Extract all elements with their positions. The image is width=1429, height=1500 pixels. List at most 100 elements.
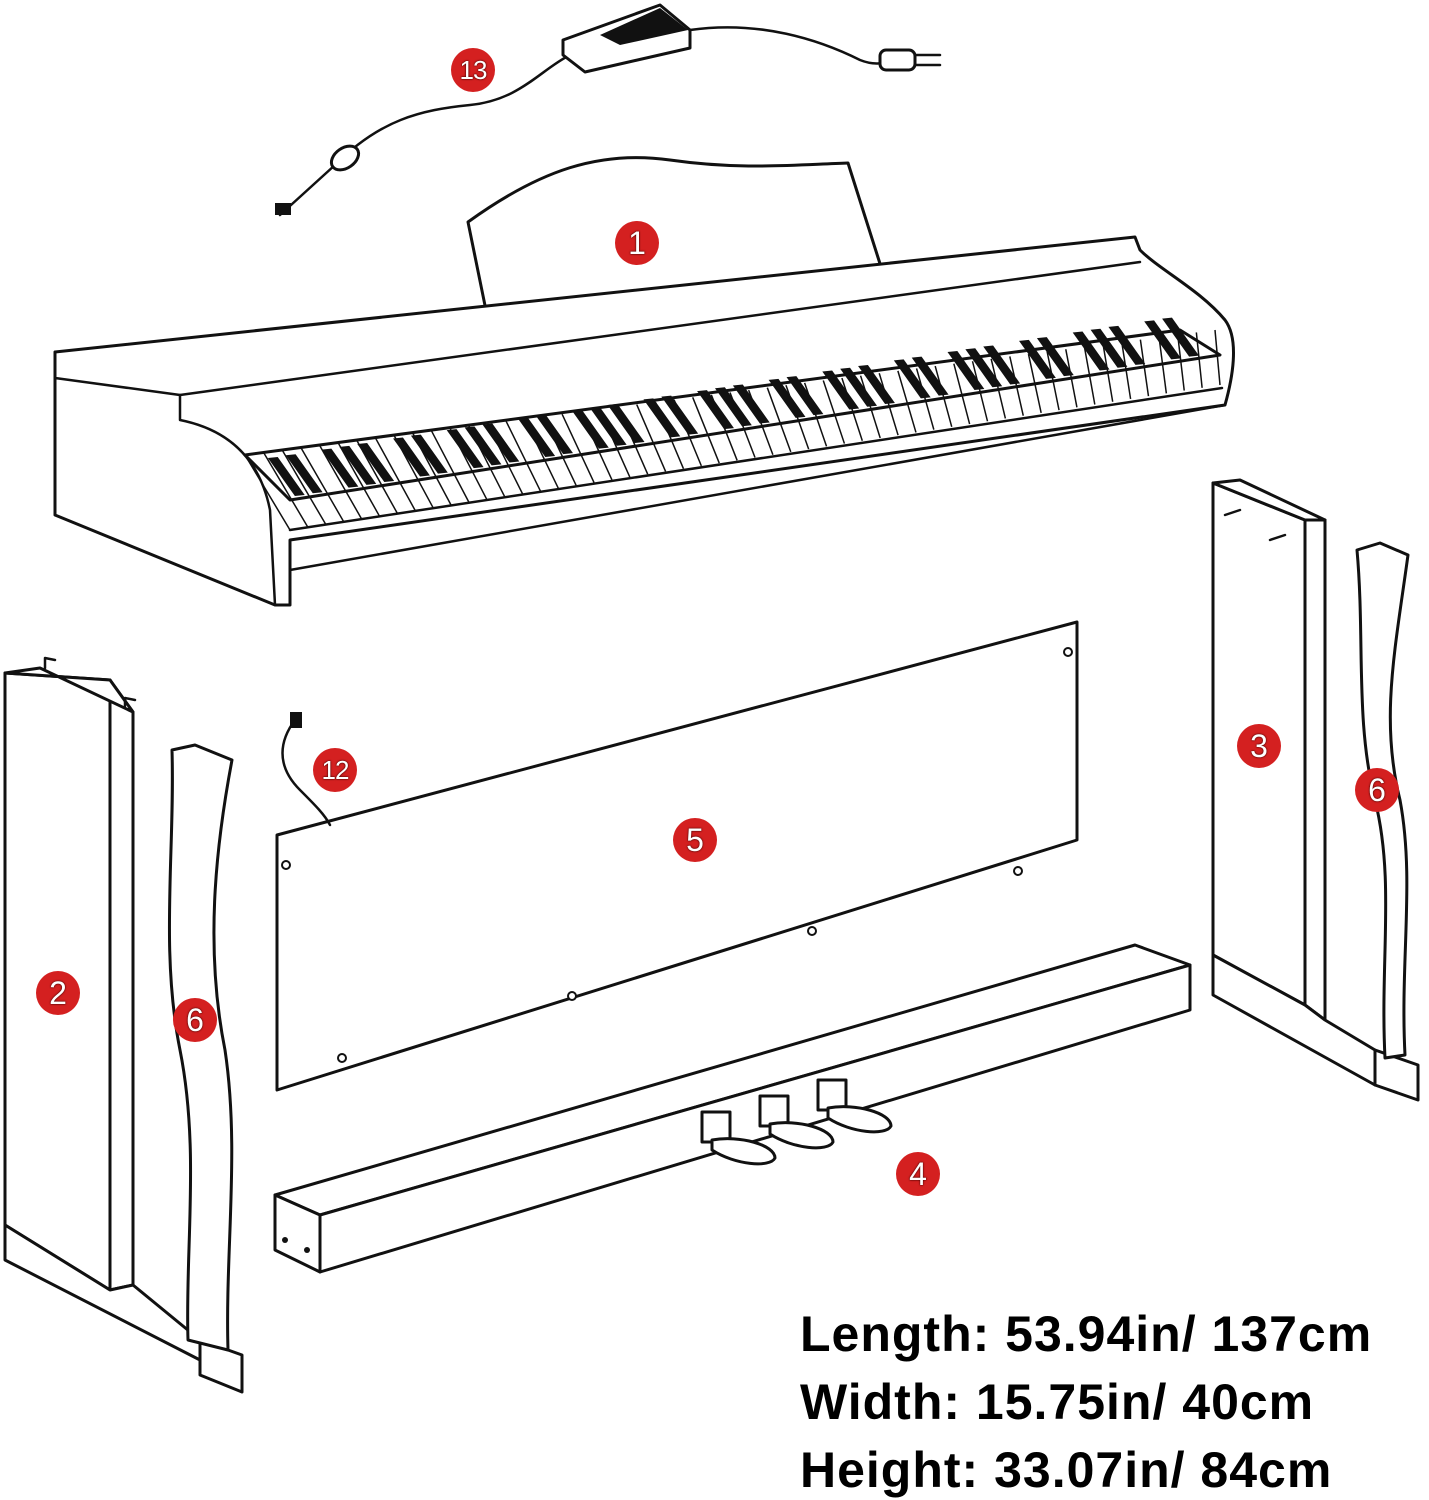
- key-divider: [318, 445, 363, 520]
- key-divider: [1065, 349, 1078, 408]
- black-key: [1090, 328, 1128, 368]
- dimension-height: Height: 33.07in/ 84cm: [800, 1442, 1333, 1498]
- black-key: [321, 448, 359, 488]
- black-key: [357, 443, 395, 483]
- key-divider: [1120, 341, 1132, 400]
- key-divider: [691, 397, 720, 464]
- key-divider: [393, 435, 434, 509]
- key-divider: [1176, 334, 1185, 391]
- key-divider: [1102, 344, 1114, 402]
- black-key: [732, 384, 770, 424]
- key-divider: [636, 404, 667, 472]
- black-key: [518, 417, 556, 457]
- black-key: [983, 345, 1021, 385]
- key-divider: [505, 421, 542, 492]
- key-divider: [934, 365, 953, 428]
- black-key: [267, 456, 305, 496]
- key-divider: [1158, 337, 1168, 394]
- key-divider: [337, 442, 381, 517]
- key-divider: [244, 454, 291, 531]
- black-key: [947, 351, 985, 391]
- black-key: [714, 387, 752, 427]
- key-divider: [561, 413, 595, 483]
- black-key: [339, 445, 377, 485]
- key-divider: [654, 401, 685, 469]
- part-badge-6-left: 6: [173, 998, 217, 1042]
- black-key: [410, 434, 448, 474]
- key-divider: [953, 363, 971, 425]
- key-divider: [1083, 346, 1096, 405]
- key-divider: [673, 399, 703, 467]
- black-key: [1036, 337, 1074, 377]
- key-divider: [971, 361, 989, 422]
- black-key: [285, 454, 323, 494]
- key-divider: [1139, 339, 1150, 397]
- power-adapter-drawing: [275, 3, 942, 217]
- black-key: [589, 406, 627, 446]
- part-badge-4: 4: [896, 1152, 940, 1196]
- key-divider: [356, 440, 398, 514]
- key-divider: [1214, 329, 1221, 386]
- part-badge-12: 12: [313, 748, 357, 792]
- black-key: [1144, 320, 1182, 360]
- key-divider: [542, 416, 577, 486]
- black-key: [768, 378, 806, 418]
- key-divider: [897, 370, 917, 433]
- black-key: [786, 376, 824, 416]
- key-divider: [1027, 353, 1042, 414]
- dimension-width: Width: 15.75in/ 40cm: [800, 1374, 1315, 1430]
- piano-body-drawing: [53, 156, 1235, 607]
- black-key: [697, 390, 734, 430]
- key-divider: [412, 433, 452, 506]
- part-badge-6-right: 6: [1355, 768, 1399, 812]
- key-divider: [580, 411, 613, 481]
- key-divider: [468, 425, 506, 497]
- left-support-leg-drawing: [167, 743, 234, 1352]
- key-divider: [598, 409, 631, 478]
- key-divider: [1046, 351, 1060, 411]
- key-divider: [990, 358, 1007, 419]
- key-divider: [803, 382, 828, 447]
- black-key: [965, 348, 1003, 388]
- key-divider: [859, 375, 881, 439]
- key-divider: [747, 389, 774, 455]
- key-divider: [486, 423, 524, 495]
- key-divider: [430, 430, 470, 503]
- black-key: [822, 370, 860, 410]
- key-divider: [449, 428, 488, 500]
- dimension-length: Length: 53.94in/ 137cm: [800, 1306, 1373, 1362]
- black-key: [893, 359, 931, 399]
- black-key: [1019, 339, 1056, 379]
- black-key: [571, 409, 609, 449]
- dimensions-block: Length: 53.94in/ 137cm Width: 15.75in/ 4…: [800, 1300, 1372, 1500]
- key-divider: [1195, 332, 1203, 388]
- part-badge-1: 1: [615, 221, 659, 265]
- key-divider: [729, 392, 756, 458]
- key-divider: [617, 406, 649, 475]
- key-divider: [878, 373, 899, 436]
- part-badge-13: 13: [451, 48, 495, 92]
- key-divider: [766, 387, 792, 453]
- key-divider: [263, 452, 309, 528]
- part-badge-5: 5: [673, 818, 717, 862]
- key-divider: [710, 394, 738, 461]
- pedal-box-drawing: [273, 943, 1192, 1274]
- black-key: [1072, 331, 1110, 371]
- black-key: [1108, 325, 1146, 365]
- back-panel-drawing: [275, 620, 1079, 1092]
- black-key: [1162, 317, 1199, 357]
- key-divider: [281, 449, 327, 525]
- key-divider: [841, 377, 864, 442]
- black-key: [911, 356, 949, 396]
- part-badge-2: 2: [36, 971, 80, 1015]
- key-divider: [822, 380, 846, 444]
- key-divider: [524, 418, 559, 489]
- key-divider: [1009, 356, 1025, 416]
- key-divider: [915, 368, 935, 430]
- black-key: [536, 415, 573, 455]
- black-key: [393, 437, 430, 477]
- key-divider: [374, 437, 416, 511]
- part-badge-3: 3: [1237, 724, 1281, 768]
